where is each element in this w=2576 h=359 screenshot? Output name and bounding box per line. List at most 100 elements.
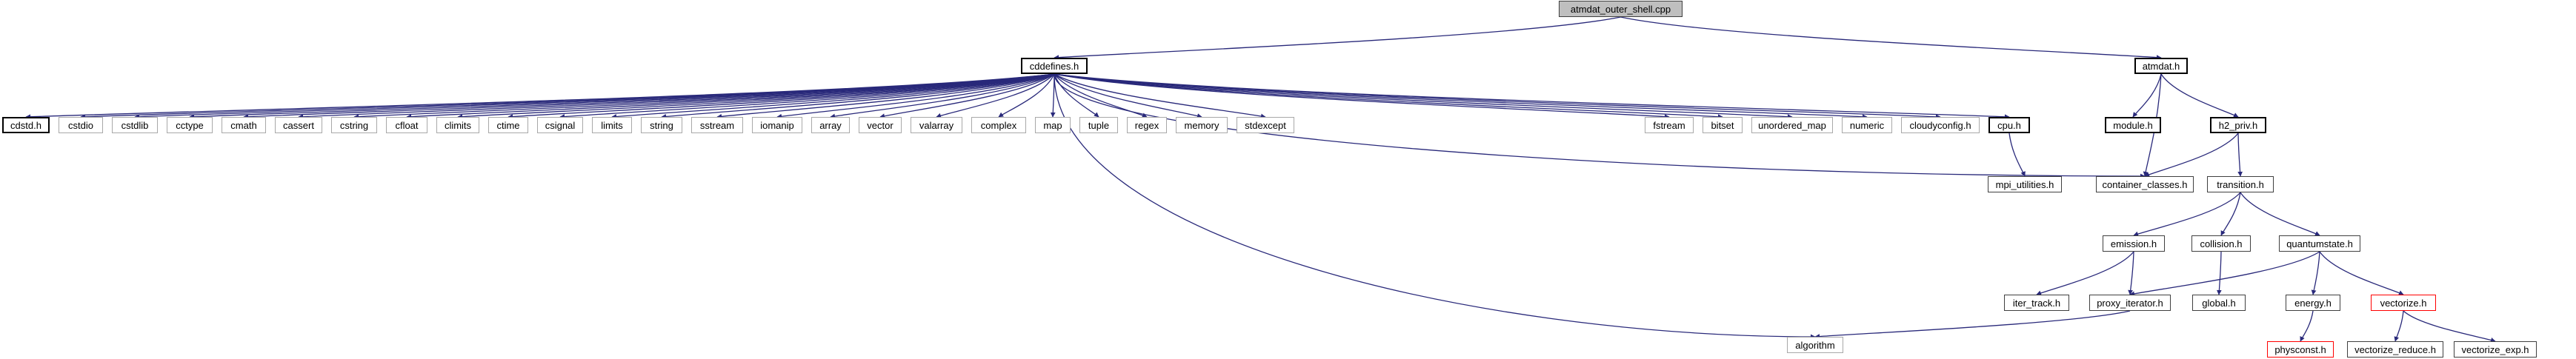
- graph-node-cstring[interactable]: cstring: [331, 117, 377, 133]
- graph-edge: [2240, 192, 2320, 236]
- graph-node-vector[interactable]: vector: [859, 117, 902, 133]
- graph-node-label: cstdlib: [121, 119, 149, 131]
- graph-edge: [1054, 73, 1868, 120]
- graph-node-tuple[interactable]: tuple: [1079, 117, 1118, 133]
- graph-edge: [1814, 310, 2131, 339]
- graph-node-label: collision.h: [2200, 238, 2243, 249]
- graph-node-memory[interactable]: memory: [1176, 117, 1228, 133]
- graph-edge: [1054, 73, 1670, 119]
- graph-node-numeric[interactable]: numeric: [1842, 117, 1892, 133]
- graph-node-array[interactable]: array: [811, 117, 850, 133]
- graph-node-cloudyconfig-h[interactable]: cloudyconfig.h: [1901, 117, 1980, 133]
- graph-node-label: iter_track.h: [2012, 297, 2061, 309]
- graph-edge: [2129, 251, 2320, 297]
- graph-edge: [2132, 73, 2162, 118]
- graph-node-collision-h[interactable]: collision.h: [2191, 235, 2251, 252]
- graph-node-label: limits: [601, 119, 623, 131]
- graph-node-map[interactable]: map: [1035, 117, 1071, 133]
- graph-node-label: atmdat.h: [2142, 60, 2180, 72]
- graph-edge: [2008, 132, 2026, 177]
- graph-edge: [2237, 132, 2243, 177]
- graph-node-string[interactable]: string: [641, 117, 682, 133]
- graph-node-cstdio[interactable]: cstdio: [59, 117, 103, 133]
- graph-node-cpu-h[interactable]: cpu.h: [1988, 117, 2030, 133]
- graph-node-algorithm[interactable]: algorithm: [1787, 337, 1843, 353]
- graph-node-label: cddefines.h: [1029, 60, 1079, 72]
- graph-node-vectorize-reduce-h[interactable]: vectorize_reduce.h: [2347, 341, 2443, 358]
- graph-edge: [2216, 251, 2222, 295]
- graph-node-fstream[interactable]: fstream: [1645, 117, 1694, 133]
- graph-node-vectorize-exp-h[interactable]: vectorize_exp.h: [2454, 341, 2537, 358]
- graph-node-label: cctype: [176, 119, 204, 131]
- graph-node-label: ctime: [496, 119, 520, 131]
- graph-node-iomanip[interactable]: iomanip: [752, 117, 802, 133]
- graph-node-iter-track-h[interactable]: iter_track.h: [2004, 295, 2069, 311]
- graph-node-valarray[interactable]: valarray: [911, 117, 962, 133]
- graph-node-label: quantumstate.h: [2286, 238, 2353, 249]
- graph-node-complex[interactable]: complex: [971, 117, 1026, 133]
- graph-node-cdstd-h[interactable]: cdstd.h: [2, 117, 50, 133]
- graph-node-label: bitset: [1711, 119, 1734, 131]
- graph-edge: [2311, 251, 2320, 295]
- graph-node-label: energy.h: [2294, 297, 2332, 309]
- graph-node-label: map: [1043, 119, 1062, 131]
- graph-node-cassert[interactable]: cassert: [275, 117, 322, 133]
- graph-edge: [243, 73, 1055, 120]
- graph-node-label: module.h: [2113, 119, 2153, 131]
- graph-node-transition-h[interactable]: transition.h: [2207, 176, 2274, 192]
- graph-edge: [406, 73, 1055, 120]
- graph-node-csignal[interactable]: csignal: [537, 117, 583, 133]
- graph-node-label: cdstd.h: [10, 119, 41, 131]
- graph-edge: [1054, 73, 1941, 120]
- graph-node-atmdat-h[interactable]: atmdat.h: [2134, 58, 2188, 74]
- graph-node-ctime[interactable]: ctime: [488, 117, 528, 133]
- graph-node-cfloat[interactable]: cfloat: [386, 117, 427, 133]
- graph-node-physconst-h[interactable]: physconst.h: [2267, 341, 2334, 358]
- graph-node-mpi-utilities-h[interactable]: mpi_utilities.h: [1988, 176, 2062, 192]
- graph-node-unordered-map[interactable]: unordered_map: [1751, 117, 1833, 133]
- graph-edge: [1054, 73, 1099, 118]
- graph-edge: [2394, 310, 2404, 342]
- graph-edge: [2220, 192, 2241, 236]
- graph-node-label: cstring: [339, 119, 369, 131]
- graph-edge: [2160, 73, 2239, 118]
- graph-edge: [298, 73, 1055, 120]
- graph-edge: [879, 73, 1055, 118]
- graph-node-vectorize-h[interactable]: vectorize.h: [2371, 295, 2436, 311]
- graph-node-cmath[interactable]: cmath: [222, 117, 266, 133]
- graph-node-proxy-iterator-h[interactable]: proxy_iterator.h: [2089, 295, 2171, 311]
- graph-node-label: algorithm: [1795, 339, 1835, 351]
- graph-node-regex[interactable]: regex: [1127, 117, 1167, 133]
- graph-node-climits[interactable]: climits: [436, 117, 479, 133]
- graph-node-label: cassert: [283, 119, 314, 131]
- graph-node-global-h[interactable]: global.h: [2192, 295, 2246, 311]
- graph-edge: [1054, 73, 2146, 179]
- graph-node-cctype[interactable]: cctype: [167, 117, 213, 133]
- graph-node-label: memory: [1184, 119, 1219, 131]
- graph-node-label: stdexcept: [1245, 119, 1286, 131]
- graph-node-quantumstate-h[interactable]: quantumstate.h: [2279, 235, 2360, 252]
- graph-node-label: cmath: [230, 119, 257, 131]
- graph-node-label: csignal: [545, 119, 576, 131]
- graph-node-label: iomanip: [760, 119, 794, 131]
- graph-node-cddefines-h[interactable]: cddefines.h: [1021, 58, 1088, 74]
- graph-node-h2-priv-h[interactable]: h2_priv.h: [2210, 117, 2266, 133]
- graph-edge: [1054, 73, 2010, 120]
- graph-node-module-h[interactable]: module.h: [2105, 117, 2161, 133]
- graph-node-atmdat-outer-shell-cpp[interactable]: atmdat_outer_shell.cpp: [1559, 1, 1683, 17]
- graph-edge: [1054, 73, 1202, 118]
- graph-node-label: cloudyconfig.h: [1909, 119, 1971, 131]
- graph-edge: [611, 73, 1055, 119]
- graph-edge: [2300, 310, 2314, 342]
- graph-node-bitset[interactable]: bitset: [1703, 117, 1743, 133]
- graph-node-container-classes-h[interactable]: container_classes.h: [2096, 176, 2194, 192]
- graph-node-energy-h[interactable]: energy.h: [2286, 295, 2340, 311]
- graph-node-stdexcept[interactable]: stdexcept: [1237, 117, 1294, 133]
- graph-node-sstream[interactable]: sstream: [691, 117, 743, 133]
- graph-node-limits[interactable]: limits: [592, 117, 632, 133]
- graph-node-cstdlib[interactable]: cstdlib: [112, 117, 158, 133]
- graph-node-label: array: [819, 119, 842, 131]
- graph-node-label: sstream: [699, 119, 735, 131]
- graph-node-emission-h[interactable]: emission.h: [2103, 235, 2165, 252]
